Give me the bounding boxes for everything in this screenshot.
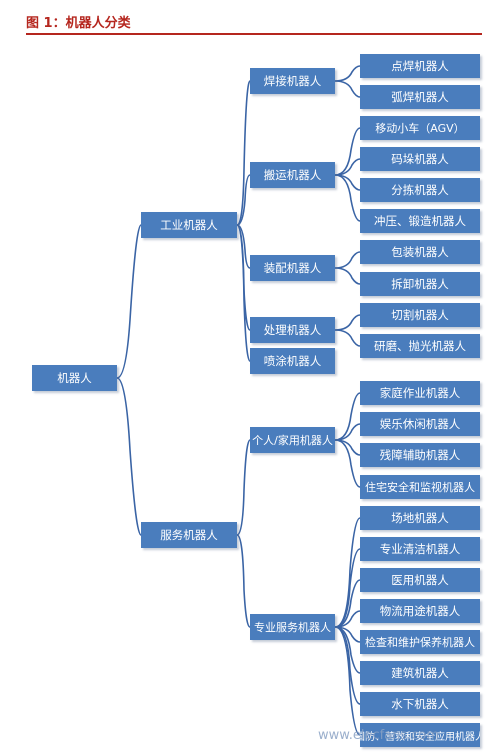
link-professional-4 — [334, 626, 361, 643]
link-assembly-0 — [334, 251, 361, 269]
link-handling-1 — [334, 158, 361, 176]
link-personal-3 — [334, 439, 361, 488]
link-service-personal — [236, 439, 251, 536]
link-personal-0 — [334, 392, 361, 441]
link-industrial-welding — [236, 80, 251, 226]
leaf-disassembly: 拆卸机器人 — [360, 272, 480, 296]
node-personal-robot: 个人/家用机器人 — [250, 427, 335, 453]
link-industrial-assembly — [236, 224, 251, 269]
link-personal-2 — [334, 439, 361, 456]
leaf-agv: 移动小车（AGV） — [360, 116, 480, 140]
link-industrial-spraying — [236, 224, 251, 362]
link-handling-2 — [334, 174, 361, 191]
leaf-cutting: 切割机器人 — [360, 303, 480, 327]
leaf-logistics: 物流用途机器人 — [360, 599, 480, 623]
leaf-medical: 医用机器人 — [360, 568, 480, 592]
node-processing-robot: 处理机器人 — [250, 317, 335, 343]
link-handling-3 — [334, 174, 361, 222]
link-processing-1 — [334, 329, 361, 347]
watermark: www.elecfans.com — [318, 728, 440, 743]
link-processing-0 — [334, 314, 361, 331]
node-spraying-robot: 喷涂机器人 — [250, 348, 335, 374]
node-industrial-robot: 工业机器人 — [141, 212, 237, 238]
leaf-stamping-forging: 冲压、锻造机器人 — [360, 209, 480, 233]
link-professional-0 — [334, 517, 361, 628]
link-professional-6 — [334, 626, 361, 705]
leaf-underwater: 水下机器人 — [360, 692, 480, 716]
leaf-disability-assist: 残障辅助机器人 — [360, 443, 480, 467]
leaf-sorting: 分拣机器人 — [360, 178, 480, 202]
link-professional-7 — [334, 626, 361, 736]
link-handling-0 — [334, 127, 361, 176]
leaf-professional-cleaning: 专业清洁机器人 — [360, 537, 480, 561]
link-industrial-handling — [236, 174, 251, 226]
leaf-construction: 建筑机器人 — [360, 661, 480, 685]
link-welding-1 — [334, 80, 361, 98]
title-rule — [26, 33, 482, 35]
leaf-packaging: 包装机器人 — [360, 240, 480, 264]
link-professional-3 — [334, 610, 361, 628]
link-root-service — [116, 377, 142, 536]
node-service-robot: 服务机器人 — [141, 522, 237, 548]
leaf-home-security: 住宅安全和监视机器人 — [360, 475, 480, 499]
node-robot: 机器人 — [32, 365, 117, 391]
link-root-industrial — [116, 224, 142, 379]
leaf-palletizing: 码垛机器人 — [360, 147, 480, 171]
leaf-grinding-polishing: 研磨、抛光机器人 — [360, 334, 480, 358]
leaf-field: 场地机器人 — [360, 506, 480, 530]
figure-title: 图 1：机器人分类 — [26, 16, 131, 31]
node-assembly-robot: 装配机器人 — [250, 255, 335, 281]
link-personal-1 — [334, 423, 361, 441]
link-welding-0 — [334, 65, 361, 82]
node-professional-robot: 专业服务机器人 — [250, 614, 335, 640]
leaf-inspection-maintenance: 检查和维护保养机器人 — [360, 630, 480, 654]
leaf-defense-rescue-security: 国防、营救和安全应用机器人 — [360, 723, 480, 747]
leaf-arc-welding: 弧焊机器人 — [360, 85, 480, 109]
node-welding-robot: 焊接机器人 — [250, 68, 335, 94]
node-handling-robot: 搬运机器人 — [250, 162, 335, 188]
link-assembly-1 — [334, 267, 361, 285]
link-professional-1 — [334, 548, 361, 628]
link-service-professional — [236, 534, 251, 628]
link-professional-5 — [334, 626, 361, 674]
leaf-spot-welding: 点焊机器人 — [360, 54, 480, 78]
leaf-household: 家庭作业机器人 — [360, 381, 480, 405]
leaf-entertainment: 娱乐休闲机器人 — [360, 412, 480, 436]
link-professional-2 — [334, 579, 361, 628]
